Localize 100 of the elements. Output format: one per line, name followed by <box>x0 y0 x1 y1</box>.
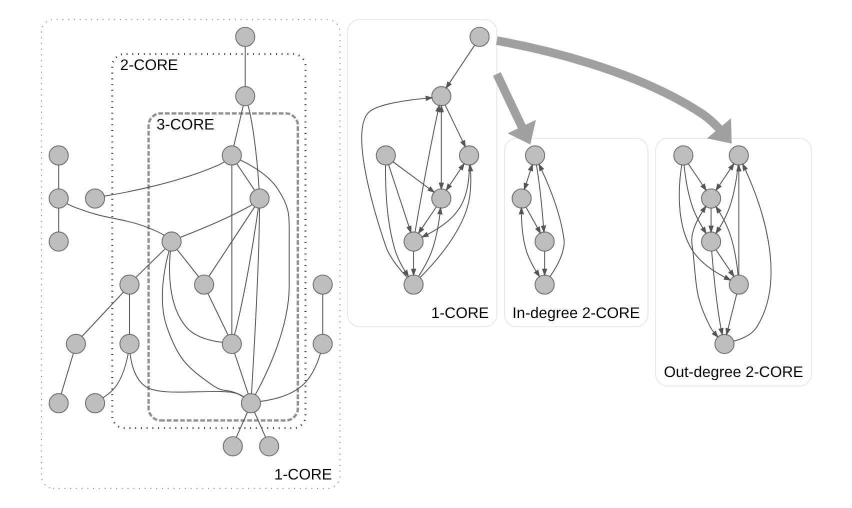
arrow <box>715 250 734 278</box>
node-circle <box>375 145 396 166</box>
connector <box>102 352 128 398</box>
connector <box>234 352 248 394</box>
node-circle <box>194 274 214 295</box>
arrow <box>714 206 738 276</box>
node-circle <box>118 274 140 295</box>
node-circle <box>258 436 279 456</box>
connector <box>134 248 165 278</box>
node-circle <box>714 334 734 354</box>
arrow <box>444 104 466 148</box>
arrow <box>523 163 532 191</box>
node-circle <box>48 393 68 414</box>
connector <box>250 208 260 394</box>
connector <box>232 105 244 146</box>
arrow <box>419 164 473 278</box>
node-circle <box>161 232 182 252</box>
connector <box>58 208 59 232</box>
arrow <box>496 36 732 144</box>
arrow <box>392 161 435 193</box>
node-circle <box>234 26 255 47</box>
arrow <box>438 104 444 190</box>
arrow <box>418 206 442 277</box>
node-circle <box>234 86 255 106</box>
arrow <box>538 163 564 278</box>
node-circle <box>221 334 242 354</box>
node-circle <box>469 26 490 47</box>
node-circle <box>534 232 554 252</box>
connector <box>244 46 246 87</box>
arrow <box>384 164 409 278</box>
node-circle <box>511 188 532 209</box>
node-circle <box>312 334 332 354</box>
arrow <box>732 163 772 342</box>
arrow <box>525 206 541 234</box>
node-circle <box>534 274 554 295</box>
arrow <box>361 96 433 278</box>
node-circle <box>430 86 451 106</box>
connector <box>128 294 130 335</box>
node-circle <box>84 188 105 209</box>
arrow <box>678 164 732 281</box>
connector <box>58 164 59 190</box>
node-circle <box>728 274 748 295</box>
node-circle <box>403 274 424 295</box>
connector <box>236 164 254 191</box>
connector <box>322 294 323 335</box>
node-circle <box>312 274 332 295</box>
node-circle <box>728 145 748 166</box>
arrow <box>492 72 536 145</box>
node-circle <box>672 145 693 166</box>
arrow <box>710 250 724 336</box>
node-circle <box>700 232 721 252</box>
connector <box>206 293 228 336</box>
node-circle <box>221 145 242 166</box>
arrow <box>420 164 470 238</box>
node-circle <box>118 334 140 354</box>
arrow <box>690 205 718 338</box>
connector <box>176 249 198 278</box>
node-circle <box>458 145 479 166</box>
arrow <box>714 164 738 234</box>
connector <box>60 352 74 394</box>
arrow <box>683 164 706 234</box>
arrow <box>708 208 714 234</box>
connector <box>161 250 244 398</box>
arrow <box>541 250 547 276</box>
arrow <box>414 104 440 232</box>
connector <box>234 208 258 335</box>
node-circle <box>48 232 68 252</box>
arrow <box>714 162 734 192</box>
node-circle <box>430 188 451 209</box>
node-circle <box>524 145 545 166</box>
arrow <box>417 206 436 234</box>
connector <box>66 203 164 236</box>
cluster: 3-CORE <box>146 112 299 422</box>
node-circle <box>403 232 424 252</box>
arrow <box>388 164 411 234</box>
arrow <box>445 162 464 192</box>
connector <box>168 250 222 343</box>
cluster: In-degree 2-CORE <box>503 138 648 328</box>
node-circle <box>65 334 86 354</box>
arrow <box>410 250 416 276</box>
connector <box>260 352 320 402</box>
node-circle <box>700 188 721 209</box>
node-circle <box>249 188 270 209</box>
connector <box>81 292 124 337</box>
connector <box>103 161 224 197</box>
connector <box>230 164 232 334</box>
node-circle <box>240 393 261 414</box>
cluster: Out-degree 2-CORE <box>654 138 812 386</box>
cluster: 1-CORE <box>346 19 497 328</box>
node-circle <box>48 188 68 209</box>
connector <box>247 105 260 190</box>
arrow <box>736 164 741 276</box>
connector <box>180 204 252 238</box>
connector <box>239 160 290 396</box>
arrow <box>444 44 475 90</box>
connector <box>208 206 255 277</box>
arrow <box>535 164 546 234</box>
node-circle <box>84 393 105 414</box>
node-circle <box>48 145 68 166</box>
arrow <box>518 206 540 278</box>
